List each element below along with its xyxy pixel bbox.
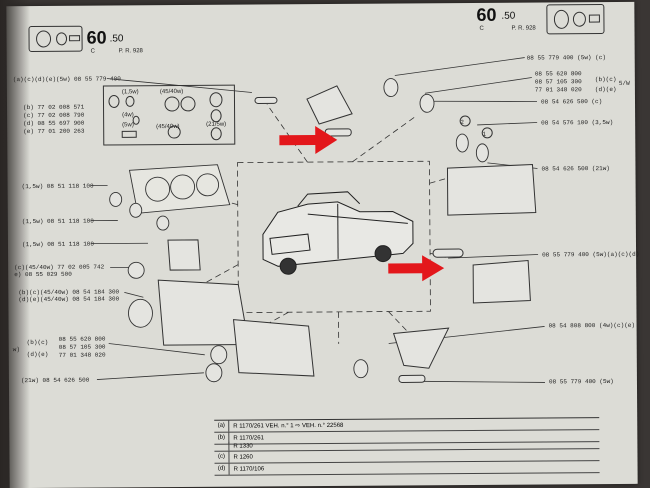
car-icon (262, 191, 414, 275)
vehicle-table: (a) R 1170/261 VEH. n.° 1 ⇨ VEH. n.° 225… (214, 417, 600, 476)
bulb-icon (108, 92, 223, 141)
bulb-icon (553, 9, 600, 29)
table-row-code: (c) (214, 451, 230, 463)
headlamp-icon (157, 239, 315, 377)
catalog-page: 60 .50 C P. R. 928 60 .50 C P. R. 928 (a… (6, 1, 639, 488)
taillight-icon (306, 85, 537, 369)
table-row-code: (d) (214, 463, 230, 475)
bulb-icon (109, 78, 489, 383)
taillight-icon (128, 164, 231, 214)
table-row-desc: R 1260 (233, 453, 253, 461)
bulb-header-icon-right (546, 4, 605, 35)
bulb-icon (36, 30, 81, 48)
parts-diagram: 2 1 (90, 57, 545, 383)
table-row-desc: R 1170/261 (233, 434, 264, 442)
festoon-bulb-icon (254, 96, 464, 383)
table-row-code: (a) (214, 420, 230, 432)
red-arrow-icon (388, 255, 445, 282)
bulb-inset-box: (1,5w) (45/40w) (4w) (5w) (45/40w) (21/5… (102, 84, 236, 146)
table-row-desc: R 1170/106 (233, 465, 265, 473)
table-row-desc: R 1330 (233, 442, 253, 450)
bulb-header-icon (28, 25, 83, 53)
circle-label-2: 2 (460, 120, 464, 126)
circle-label-1: 1 (483, 132, 487, 138)
table-row-code (214, 441, 230, 451)
table-row-desc: R 1170/261 VEH. n.° 1 ⇨ VEH. n.° 22568 (233, 422, 344, 430)
red-arrow-icon (279, 126, 338, 155)
